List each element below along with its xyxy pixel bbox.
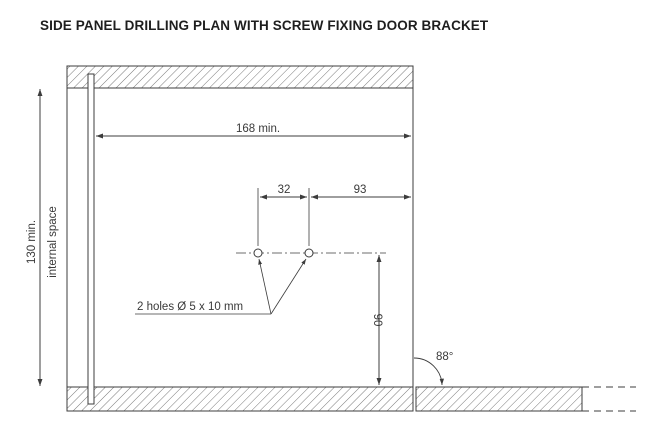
internal-space-label: internal space [47,206,59,278]
hole-edge-label: 93 [354,184,367,196]
hole-spacing-label: 32 [278,184,291,196]
bottom-panel [66,386,414,412]
door-panel [415,386,583,412]
leader-to-hole-1 [258,258,272,315]
angle-label: 88° [436,351,453,363]
leader-to-hole-2 [270,258,307,315]
drawing-title: SIDE PANEL DRILLING PLAN WITH SCREW FIXI… [40,18,489,33]
angle-arc [413,357,444,386]
rear-strip [87,73,95,405]
holes-note-label: 2 holes Ø 5 x 10 mm [137,301,243,313]
top-panel [66,65,414,89]
drill-hole-1 [253,248,263,258]
width-min-label: 168 min. [236,123,280,135]
height-min-label: 130 min. [26,220,38,264]
hole-height-label: 90 [371,314,383,327]
drill-hole-2 [304,248,314,258]
